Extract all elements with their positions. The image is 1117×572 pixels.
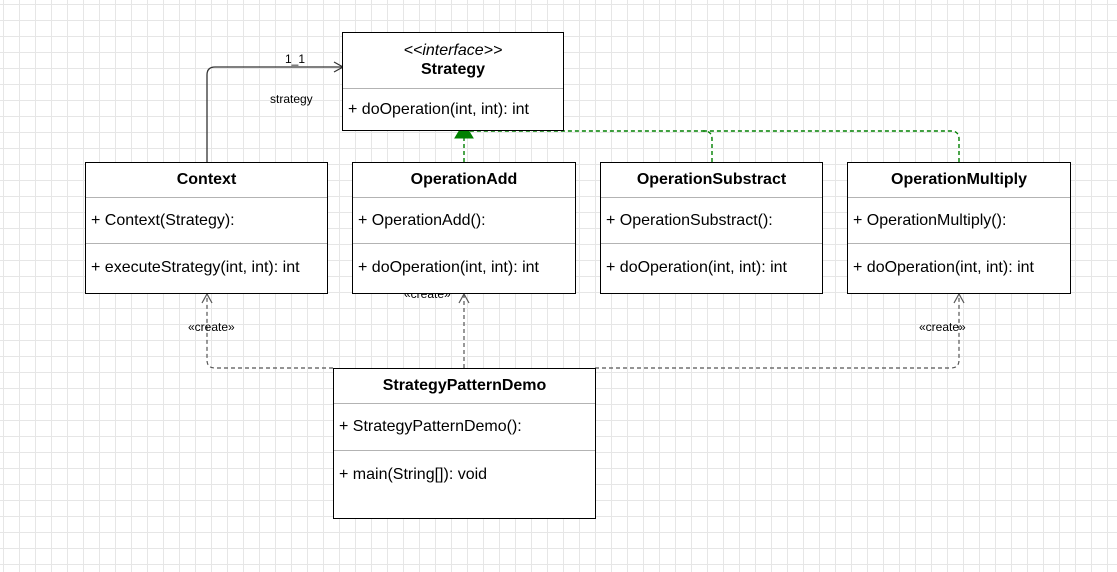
class-operationmultiply-constructors: + OperationMultiply(): — [848, 198, 1070, 244]
realization-edge-operationsubstract[interactable] — [466, 130, 713, 162]
class-name: OperationSubstract — [636, 171, 787, 188]
constructor-strategypatterndemo: + StrategyPatternDemo(): — [339, 418, 522, 435]
class-operationadd-methods: + doOperation(int, int): int — [353, 244, 575, 292]
class-operationsubstract-methods: + doOperation(int, int): int — [601, 244, 822, 292]
class-operationsubstract-header: OperationSubstract — [601, 163, 822, 198]
class-strategypatterndemo-methods: + main(String[]): void — [334, 451, 595, 498]
constructor-operationsubstract: + OperationSubstract(): — [606, 211, 773, 229]
class-strategy-header: <<interface>> Strategy — [343, 33, 563, 89]
method-do-operation: + doOperation(int, int): int — [348, 100, 529, 118]
constructor-operationmultiply: + OperationMultiply(): — [853, 211, 1007, 229]
association-role-label: strategy — [270, 92, 313, 106]
method-do-operation: + doOperation(int, int): int — [606, 259, 787, 276]
class-strategypatterndemo[interactable]: StrategyPatternDemo + StrategyPatternDem… — [333, 368, 596, 519]
association-multiplicity-label: 1_1 — [285, 52, 306, 66]
class-strategy-methods: + doOperation(int, int): int — [343, 89, 563, 130]
method-execute-strategy: + executeStrategy(int, int): int — [91, 259, 300, 276]
class-context-header: Context — [86, 163, 327, 198]
constructor-context: + Context(Strategy): — [91, 211, 235, 229]
realization-edge-operationmultiply[interactable] — [700, 130, 960, 162]
class-name: StrategyPatternDemo — [382, 377, 547, 394]
create-label-context: «create» — [188, 320, 235, 334]
class-strategypatterndemo-constructors: + StrategyPatternDemo(): — [334, 404, 595, 451]
class-operationadd-header: OperationAdd — [353, 163, 575, 198]
method-main: + main(String[]): void — [339, 465, 488, 483]
dependency-edge-demo-operationmultiply[interactable] — [595, 292, 965, 369]
class-operationmultiply-header: OperationMultiply — [848, 163, 1070, 198]
association-edge-context-strategy[interactable] — [206, 61, 345, 162]
constructor-operationadd: + OperationAdd(): — [358, 211, 486, 229]
stereotype-label: <<interface>> — [403, 41, 503, 59]
class-name: Strategy — [420, 60, 486, 78]
class-context-methods: + executeStrategy(int, int): int — [86, 244, 327, 292]
class-operationmultiply[interactable]: OperationMultiply + OperationMultiply():… — [847, 162, 1071, 294]
class-operationsubstract[interactable]: OperationSubstract + OperationSubstract(… — [600, 162, 823, 294]
class-name: OperationAdd — [410, 171, 518, 188]
class-context-constructors: + Context(Strategy): — [86, 198, 327, 244]
realization-edges — [463, 130, 960, 162]
class-name: Context — [176, 171, 237, 188]
class-name: OperationMultiply — [891, 171, 1027, 188]
class-operationmultiply-methods: + doOperation(int, int): int — [848, 244, 1070, 292]
class-operationadd-constructors: + OperationAdd(): — [353, 198, 575, 244]
method-do-operation: + doOperation(int, int): int — [358, 259, 539, 276]
class-strategypatterndemo-header: StrategyPatternDemo — [334, 369, 595, 404]
create-label-operationmultiply: «create» — [919, 320, 966, 334]
class-context[interactable]: Context + Context(Strategy): + executeSt… — [85, 162, 328, 294]
class-operationsubstract-constructors: + OperationSubstract(): — [601, 198, 822, 244]
dependency-edges — [201, 292, 965, 369]
class-operationadd[interactable]: OperationAdd + OperationAdd(): + doOpera… — [352, 162, 576, 294]
class-strategy[interactable]: <<interface>> Strategy + doOperation(int… — [342, 32, 564, 131]
method-do-operation: + doOperation(int, int): int — [853, 259, 1034, 276]
